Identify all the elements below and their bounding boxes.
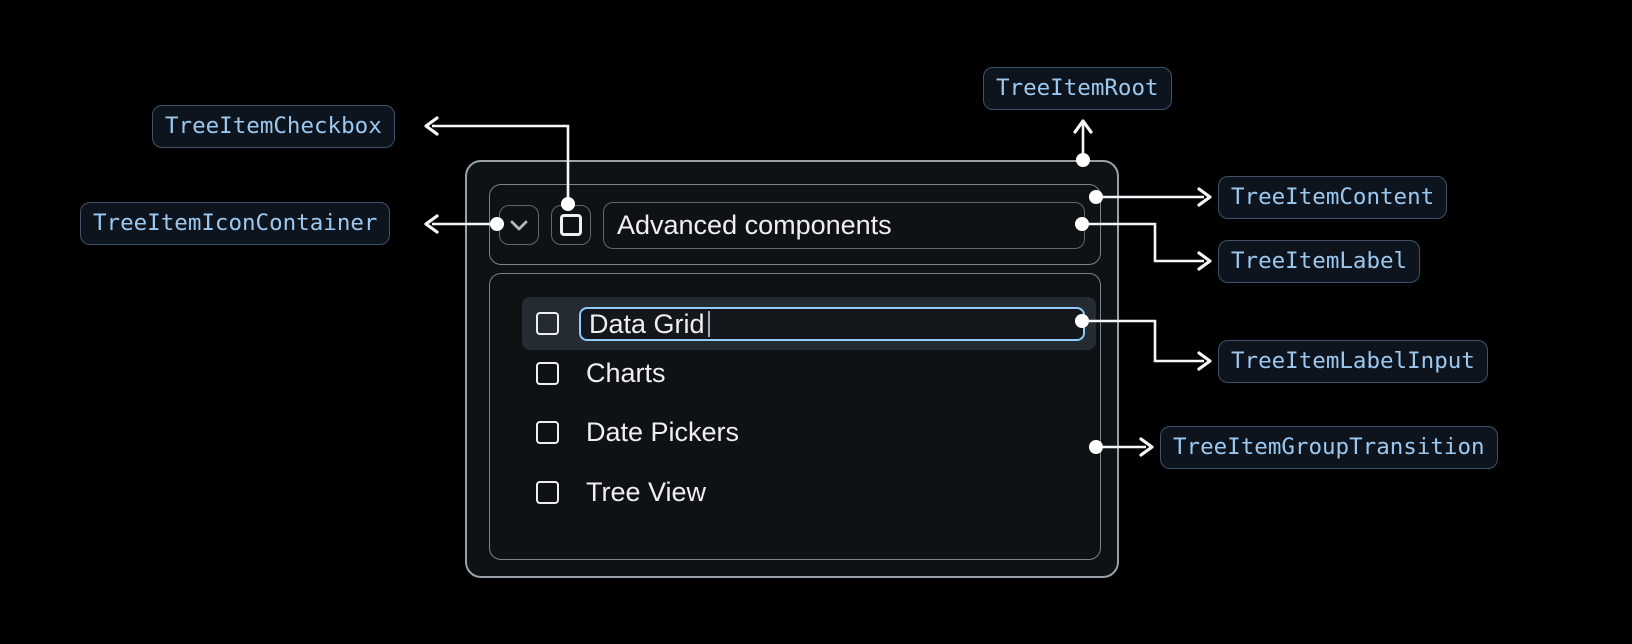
tree-item-label: Charts xyxy=(586,357,666,388)
checkbox-unchecked-icon[interactable] xyxy=(536,312,559,335)
label-input-value: Data Grid xyxy=(589,308,705,339)
tree-item-tree-view[interactable]: Tree View xyxy=(536,469,706,515)
chevron-down-icon xyxy=(502,208,536,242)
tree-item-charts[interactable]: Charts xyxy=(536,350,666,396)
badge-tree-item-label: TreeItemLabel xyxy=(1218,240,1421,283)
parent-item-label: Advanced components xyxy=(617,210,892,240)
tree-item-label-input[interactable]: Data Grid xyxy=(579,307,1085,341)
tree-item-content[interactable]: Advanced components xyxy=(489,184,1101,265)
badge-tree-item-icon-container: TreeItemIconContainer xyxy=(80,202,391,245)
badge-tree-item-checkbox: TreeItemCheckbox xyxy=(152,105,395,148)
checkbox-unchecked-icon[interactable] xyxy=(536,420,559,444)
text-cursor xyxy=(707,311,710,337)
tree-item-root: Advanced components Data Grid Charts Dat… xyxy=(465,160,1119,578)
tree-item-date-pickers[interactable]: Date Pickers xyxy=(536,409,739,455)
checkbox-unchecked-icon xyxy=(560,214,582,236)
tree-item-editing-row[interactable]: Data Grid xyxy=(522,297,1096,350)
tree-item-label: Tree View xyxy=(586,476,707,507)
checkbox-unchecked-icon[interactable] xyxy=(536,361,559,385)
tree-item-checkbox[interactable] xyxy=(551,205,591,245)
tree-item-label: Date Pickers xyxy=(586,416,740,447)
checkbox-unchecked-icon[interactable] xyxy=(536,480,559,504)
tree-item-group-transition: Data Grid Charts Date Pickers Tree View xyxy=(489,273,1101,560)
badge-tree-item-label-input: TreeItemLabelInput xyxy=(1218,340,1488,383)
expand-button[interactable] xyxy=(499,205,539,245)
badge-tree-item-group-transition: TreeItemGroupTransition xyxy=(1160,426,1498,469)
badge-tree-item-root: TreeItemRoot xyxy=(983,67,1172,110)
tree-item-label: Advanced components xyxy=(603,202,1085,249)
badge-tree-item-content: TreeItemContent xyxy=(1218,176,1448,219)
